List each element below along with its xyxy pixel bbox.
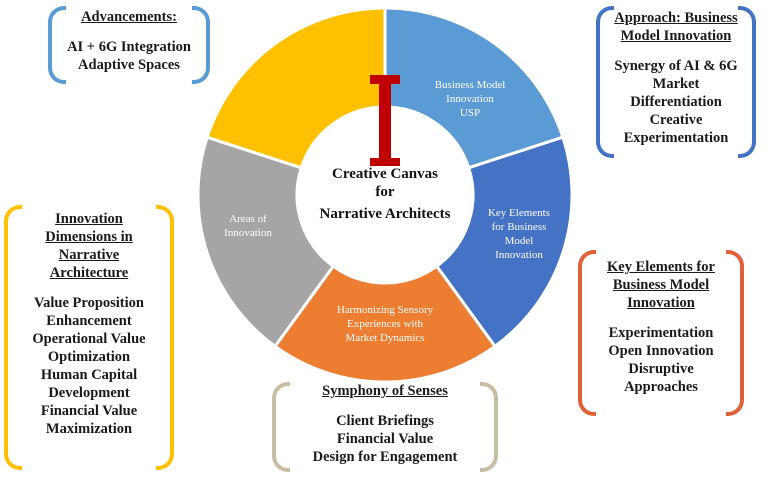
- box-item: Approaches: [624, 379, 698, 395]
- box-item: Optimization: [47, 349, 131, 365]
- box-item: Development: [48, 385, 130, 401]
- box-item: Financial Value: [40, 403, 138, 419]
- box-title: Key Elements for Business Model Innovati…: [607, 259, 715, 311]
- left-bracket: [272, 382, 290, 472]
- box-item: Adaptive Spaces: [78, 57, 180, 73]
- center-title-line: Creative Canvas: [332, 166, 438, 182]
- box-item: Financial Value: [336, 431, 434, 447]
- box-item: Market: [652, 76, 700, 92]
- left-bracket: [578, 250, 596, 416]
- advancements-box: Advancements: AI + 6G Integration Adapti…: [48, 6, 210, 84]
- box-item: Client Briefings: [336, 413, 434, 429]
- box-item: Value Proposition: [34, 295, 144, 311]
- box-item: Experimentation: [623, 130, 729, 146]
- box-title: Innovation Dimensions in Narrative Archi…: [45, 211, 133, 281]
- box-item: Operational Value: [32, 331, 146, 347]
- box-title: Advancements:: [81, 9, 177, 25]
- right-bracket: [480, 382, 498, 472]
- right-bracket: [726, 250, 744, 416]
- left-bracket: [48, 6, 66, 84]
- left-bracket: [596, 6, 614, 158]
- right-bracket: [192, 6, 210, 84]
- box-item: Differentiation: [630, 94, 722, 110]
- center-title-line: Narrative Architects: [320, 206, 451, 222]
- key-elements-box: Key Elements for Business Model Innovati…: [578, 250, 744, 416]
- box-item: Human Capital: [40, 367, 138, 383]
- box-title: Symphony of Senses: [322, 383, 448, 399]
- innovation-dimensions-box: Innovation Dimensions in Narrative Archi…: [4, 205, 174, 470]
- left-bracket: [4, 205, 22, 470]
- box-item: Synergy of AI & 6G: [614, 58, 738, 74]
- symphony-box: Symphony of Senses Client Briefings Fina…: [272, 382, 498, 472]
- center-title-line: for: [375, 184, 394, 200]
- box-item: Maximization: [45, 421, 133, 437]
- box-item: Disruptive: [628, 361, 694, 377]
- box-item: Open Innovation: [608, 343, 714, 359]
- box-item: Enhancement: [46, 313, 132, 329]
- center-circle: [297, 107, 473, 283]
- center-bar-icon: [370, 75, 400, 166]
- box-item: Experimentation: [608, 325, 714, 341]
- box-item: AI + 6G Integration: [67, 39, 191, 55]
- box-item: Design for Engagement: [312, 449, 458, 465]
- box-title: Approach: Business Model Innovation: [614, 10, 738, 44]
- approach-box: Approach: Business Model Innovation Syne…: [596, 6, 756, 158]
- right-bracket: [738, 6, 756, 158]
- box-item: Creative: [649, 112, 703, 128]
- right-bracket: [156, 205, 174, 470]
